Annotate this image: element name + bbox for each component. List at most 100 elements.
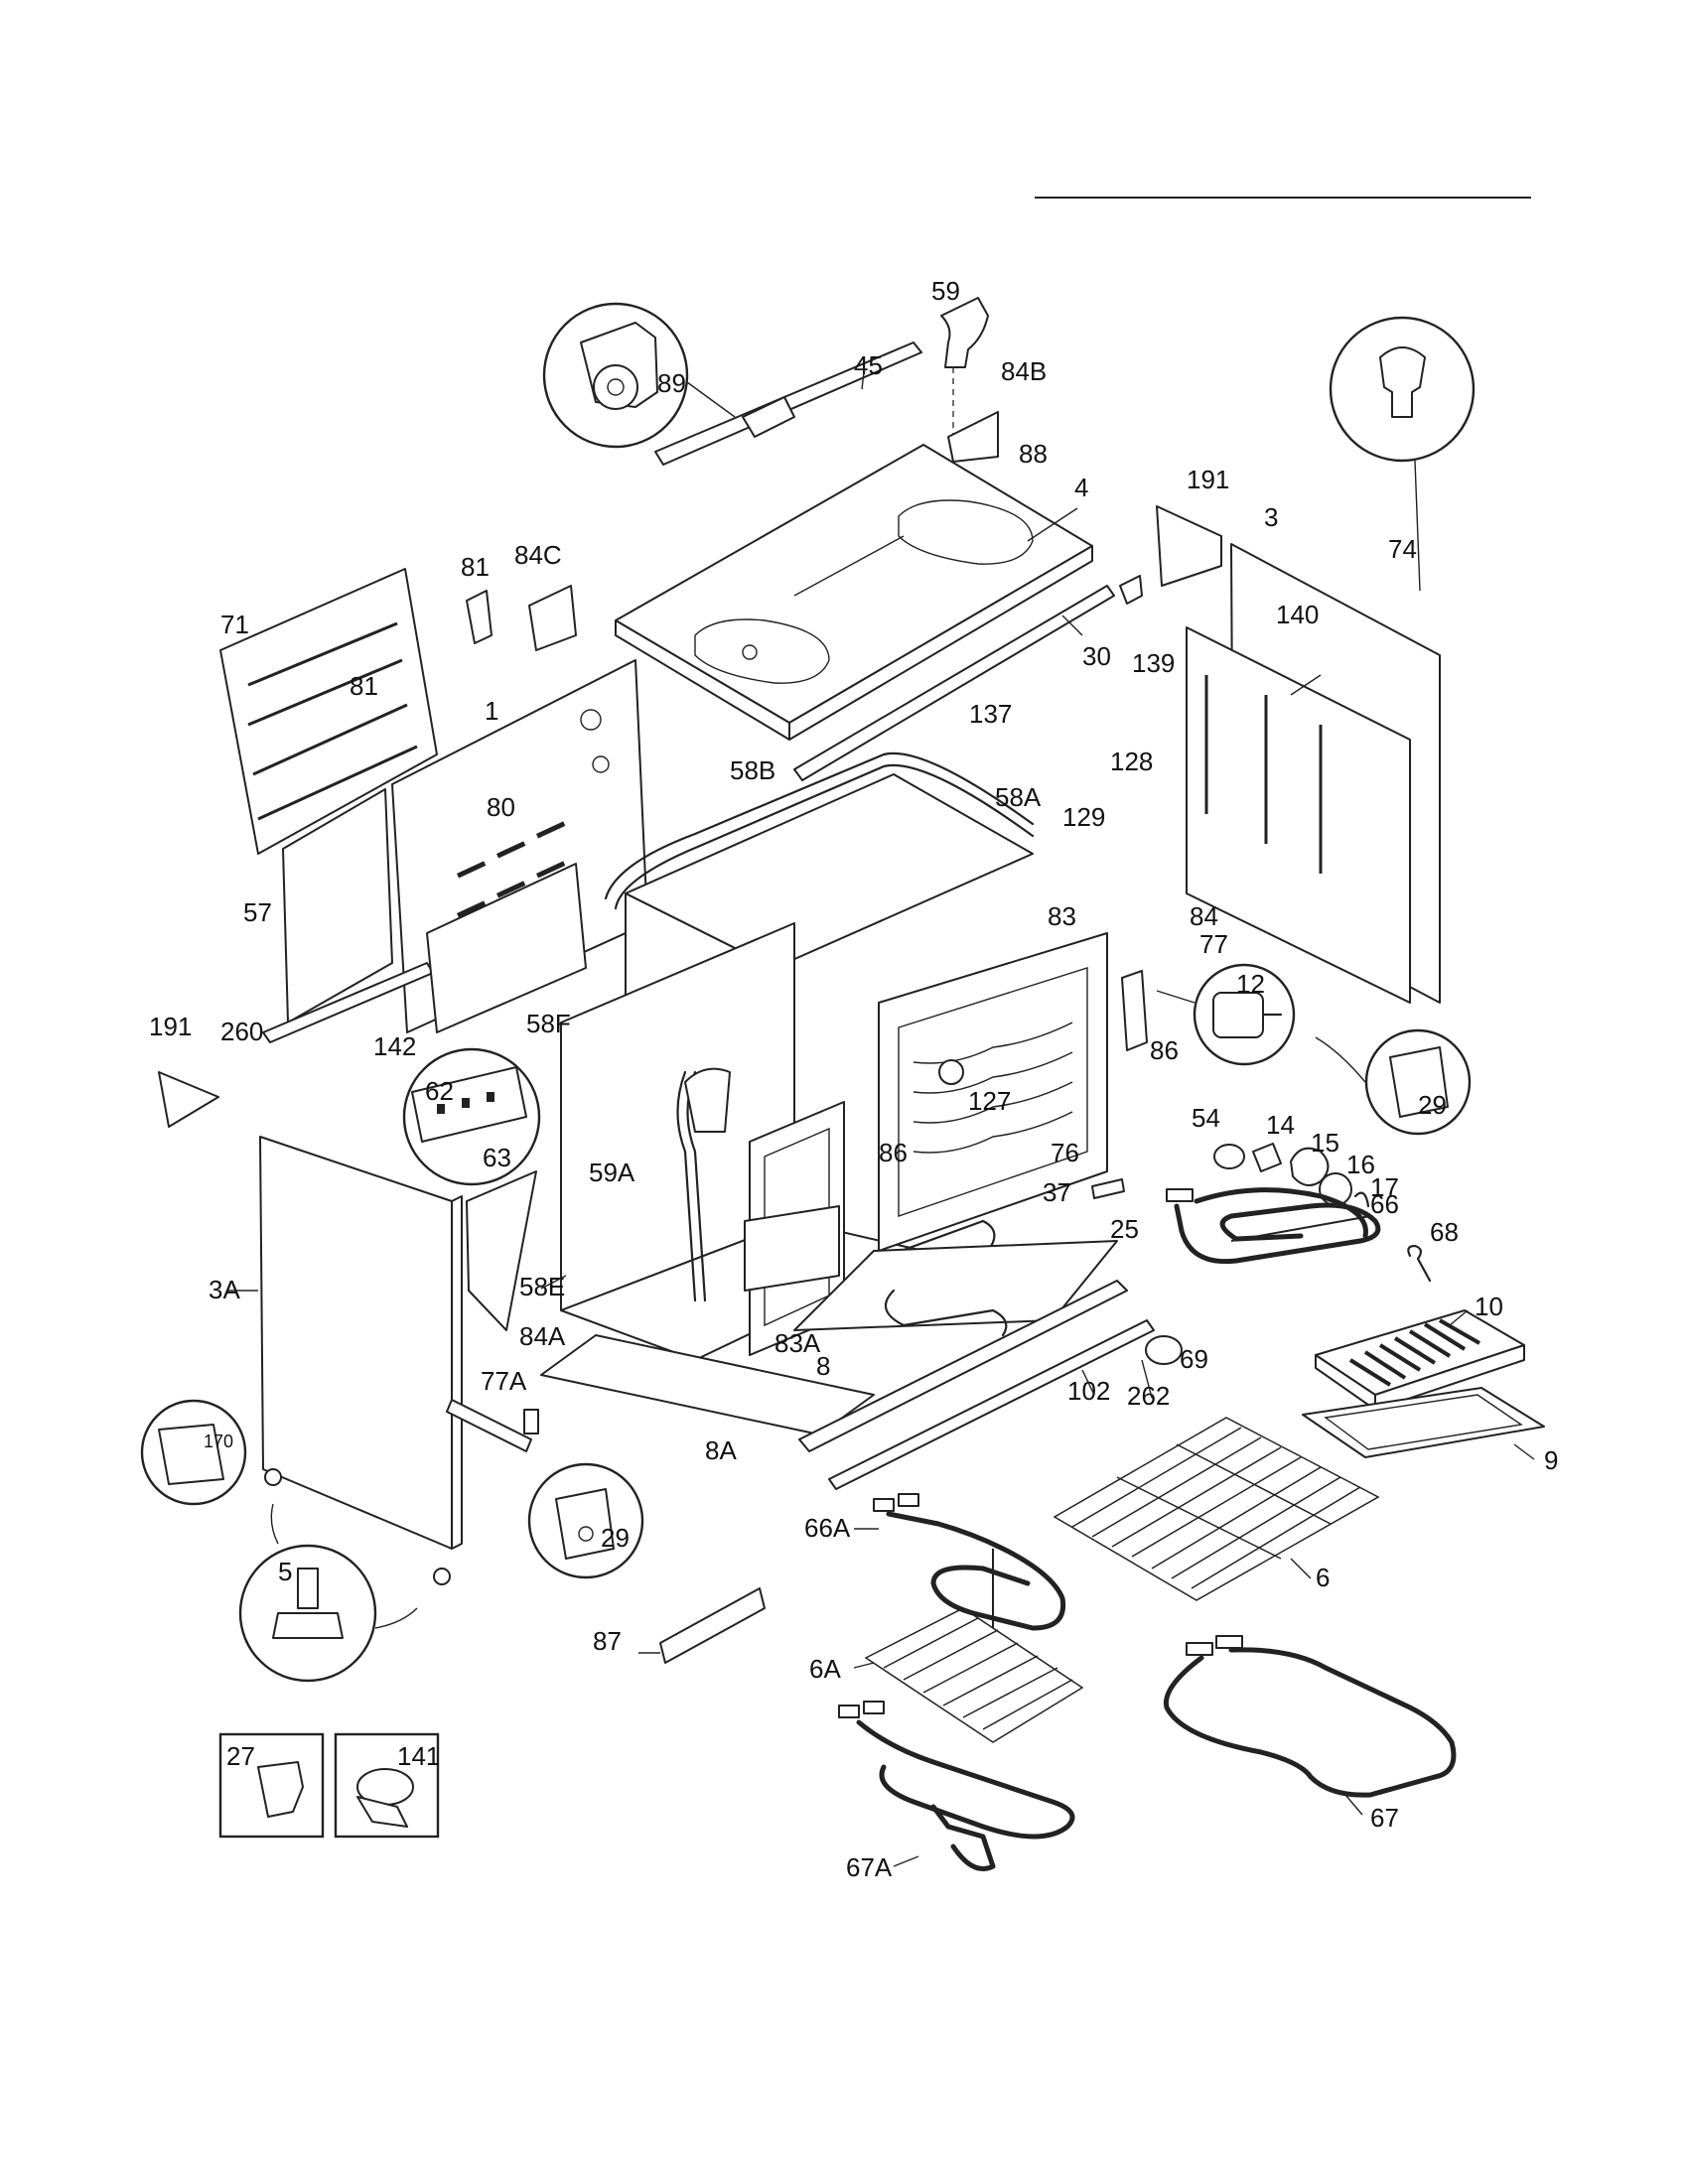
callout-29-lower: 29 (601, 1523, 630, 1553)
callout-84C: 84C (514, 540, 562, 570)
clip-139 (1119, 575, 1143, 605)
callout-84B: 84B (1001, 356, 1047, 386)
callout-74: 74 (1388, 534, 1417, 564)
callout-191-left: 191 (149, 1012, 192, 1041)
element-66 (1166, 1187, 1381, 1265)
inset-box-141 (334, 1732, 440, 1839)
detail-circle-12 (1156, 963, 1296, 1066)
broiler-rack-6A (864, 1607, 1084, 1743)
bracket-191-right (1156, 505, 1222, 587)
detail-circle-29-lower (527, 1462, 644, 1579)
callout-16: 16 (1346, 1150, 1375, 1179)
grommet-69 (1145, 1335, 1183, 1365)
pin-68 (1407, 1244, 1432, 1283)
side-panel-3 (1186, 543, 1441, 1004)
callout-58A: 58A (995, 782, 1042, 812)
rail-30 (793, 585, 1115, 781)
callout-29-upper: 29 (1418, 1090, 1447, 1120)
detail-circle-5 (238, 1503, 418, 1683)
detail-circle-74 (1329, 316, 1476, 592)
shield-84A (466, 1170, 537, 1331)
rail-102 (798, 1280, 1128, 1452)
callout-128: 128 (1110, 747, 1153, 776)
detail-circle-62-63 (402, 1047, 541, 1186)
callout-1: 1 (485, 696, 498, 726)
callout-77: 77 (1199, 929, 1228, 959)
callout-142: 142 (373, 1031, 416, 1061)
callout-8A: 8A (705, 1435, 737, 1465)
element-66A (873, 1493, 1066, 1631)
leveler-foot-right (433, 1568, 451, 1585)
bracket-84C (528, 585, 577, 651)
bracket-37 (1091, 1178, 1125, 1199)
callout-191-right: 191 (1187, 465, 1229, 494)
callout-137: 137 (969, 699, 1012, 729)
callout-127: 127 (968, 1086, 1011, 1116)
callout-37: 37 (1043, 1177, 1071, 1207)
leveler-foot-left (264, 1468, 282, 1486)
shield-84B (947, 411, 999, 463)
lamp-assembly (1213, 1143, 1370, 1208)
detail-circle-89 (542, 302, 736, 449)
callout-83A: 83A (774, 1328, 821, 1358)
callout-67A: 67A (846, 1852, 893, 1882)
bracket-191-left (158, 1071, 219, 1128)
callout-30: 30 (1082, 641, 1111, 671)
callout-86-lower: 86 (879, 1138, 908, 1167)
callout-63: 63 (483, 1143, 511, 1172)
callout-3A: 3A (209, 1275, 240, 1304)
callout-139: 139 (1132, 648, 1175, 678)
callout-25: 25 (1110, 1214, 1139, 1244)
rail-262 (828, 1319, 1155, 1490)
bracket-87 (659, 1587, 766, 1664)
callout-17: 17 (1370, 1172, 1399, 1202)
callout-27: 27 (226, 1741, 255, 1771)
callout-66: 66 (1370, 1189, 1399, 1219)
callout-3: 3 (1264, 502, 1278, 532)
callout-86-upper: 86 (1150, 1035, 1179, 1065)
callout-58E: 58E (519, 1272, 565, 1301)
callout-59A: 59A (589, 1158, 635, 1187)
callout-80: 80 (487, 792, 515, 822)
callout-45: 45 (854, 350, 883, 380)
callout-129: 129 (1062, 802, 1105, 832)
callout-71: 71 (220, 610, 249, 639)
hinge-86-upper (1121, 970, 1148, 1051)
callout-67: 67 (1370, 1803, 1399, 1833)
callout-57: 57 (243, 897, 272, 927)
callout-77A: 77A (481, 1366, 527, 1396)
callout-15: 15 (1311, 1128, 1339, 1158)
oven-rack-6 (1053, 1417, 1380, 1601)
rail-77A (446, 1399, 539, 1452)
callout-59: 59 (931, 276, 960, 306)
callout-68: 68 (1430, 1217, 1459, 1247)
detail-circle-29-upper (1315, 1028, 1472, 1136)
detail-circle-170 (140, 1399, 247, 1506)
element-67 (1163, 1635, 1457, 1798)
bracket-45 (654, 341, 922, 466)
callout-102: 102 (1067, 1376, 1110, 1406)
callout-labels: 59 45 84B 89 88 4 191 3 74 81 84C 71 81 … (149, 276, 1558, 1882)
callout-170: 170 (204, 1432, 233, 1451)
callout-4: 4 (1074, 473, 1088, 502)
top-panel-4 (615, 444, 1093, 741)
callout-5: 5 (278, 1557, 292, 1586)
callout-58B: 58B (730, 755, 775, 785)
callout-260: 260 (220, 1017, 263, 1046)
callout-87: 87 (593, 1626, 622, 1656)
callout-88: 88 (1019, 439, 1048, 469)
callout-83: 83 (1048, 901, 1076, 931)
callout-58F: 58F (526, 1009, 571, 1038)
back-panel-71 (219, 568, 438, 855)
callout-81-top: 81 (461, 552, 490, 582)
callout-6: 6 (1316, 1563, 1330, 1592)
callout-9: 9 (1544, 1445, 1558, 1475)
callout-69: 69 (1180, 1344, 1208, 1374)
bracket-81-top (466, 590, 492, 644)
element-67A (838, 1701, 1075, 1871)
callout-54: 54 (1192, 1103, 1220, 1133)
callout-76: 76 (1051, 1138, 1079, 1167)
callout-6A: 6A (809, 1654, 841, 1684)
callout-84: 84 (1190, 901, 1218, 931)
callout-89: 89 (657, 368, 686, 398)
